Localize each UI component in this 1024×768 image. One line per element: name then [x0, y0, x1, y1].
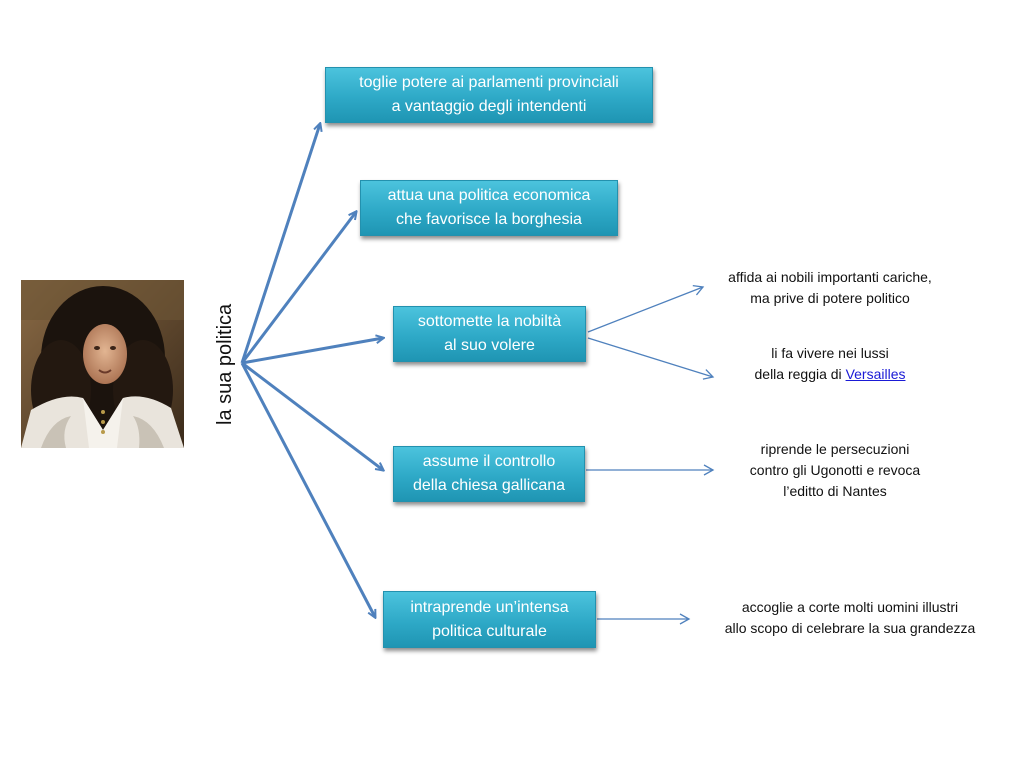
concept-box-line: assume il controllo	[422, 453, 556, 470]
portrait-image	[21, 280, 184, 448]
note-line: ma prive di potere politico	[750, 290, 910, 306]
note-text: della reggia di	[754, 366, 846, 382]
concept-box-line: intraprende un’intensa	[410, 598, 569, 616]
arrow-box3-to-note-cariche	[587, 284, 705, 333]
note-nobili-cariche: affida ai nobili importanti cariche, ma …	[700, 267, 960, 309]
note-ugonotti: riprende le persecuzioni contro gli Ugon…	[715, 439, 955, 502]
note-line: riprende le persecuzioni	[760, 441, 910, 457]
note-line: contro gli Ugonotti e revoca	[749, 462, 921, 478]
concept-box-line: attua una politica economica	[387, 187, 591, 204]
note-line: accoglie a corte molti uomini illustri	[741, 599, 959, 615]
arrow-to-box-5	[240, 362, 375, 617]
note-line: li fa vivere nei lussi	[771, 345, 889, 361]
concept-box-line: della chiesa gallicana	[412, 477, 566, 494]
concept-box-nobilta: sottomette la nobiltà al suo volere	[393, 306, 586, 362]
concept-box-economia: attua una politica economica che favoris…	[360, 180, 618, 236]
note-lussi: li fa vivere nei lussi della reggia di V…	[720, 343, 940, 385]
concept-box-chiesa: assume il controllo della chiesa gallica…	[393, 446, 585, 502]
center-label: la sua politica	[214, 303, 236, 425]
versailles-link[interactable]: Versailles	[845, 366, 906, 382]
note-line: affida ai nobili importanti cariche,	[728, 269, 932, 285]
concept-box-parlamenti: toglie potere ai parlamenti provinciali …	[325, 67, 653, 123]
arrow-to-box-1	[240, 124, 320, 364]
arrow-box3-to-note-lussi	[587, 337, 715, 380]
concept-box-line: al suo volere	[444, 337, 535, 354]
note-line: l’editto di Nantes	[783, 483, 887, 499]
concept-box-cultura: intraprende un’intensa politica cultural…	[383, 591, 596, 648]
concept-box-line: sottomette la nobiltà	[417, 313, 562, 330]
arrow-to-box-3	[241, 338, 383, 365]
concept-box-line: che favorisce la borghesia	[396, 211, 582, 228]
concept-box-line: a vantaggio degli intendenti	[391, 98, 587, 115]
concept-box-line: politica culturale	[432, 622, 547, 640]
concept-box-line: toglie potere ai parlamenti provinciali	[359, 74, 619, 91]
note-cultura: accoglie a corte molti uomini illustri a…	[700, 597, 1000, 639]
note-line: allo scopo di celebrare la sua grandezza	[724, 620, 976, 636]
note-line: della reggia di Versailles	[720, 364, 940, 385]
arrow-to-box-4	[241, 361, 383, 470]
arrow-to-box-2	[240, 212, 356, 364]
